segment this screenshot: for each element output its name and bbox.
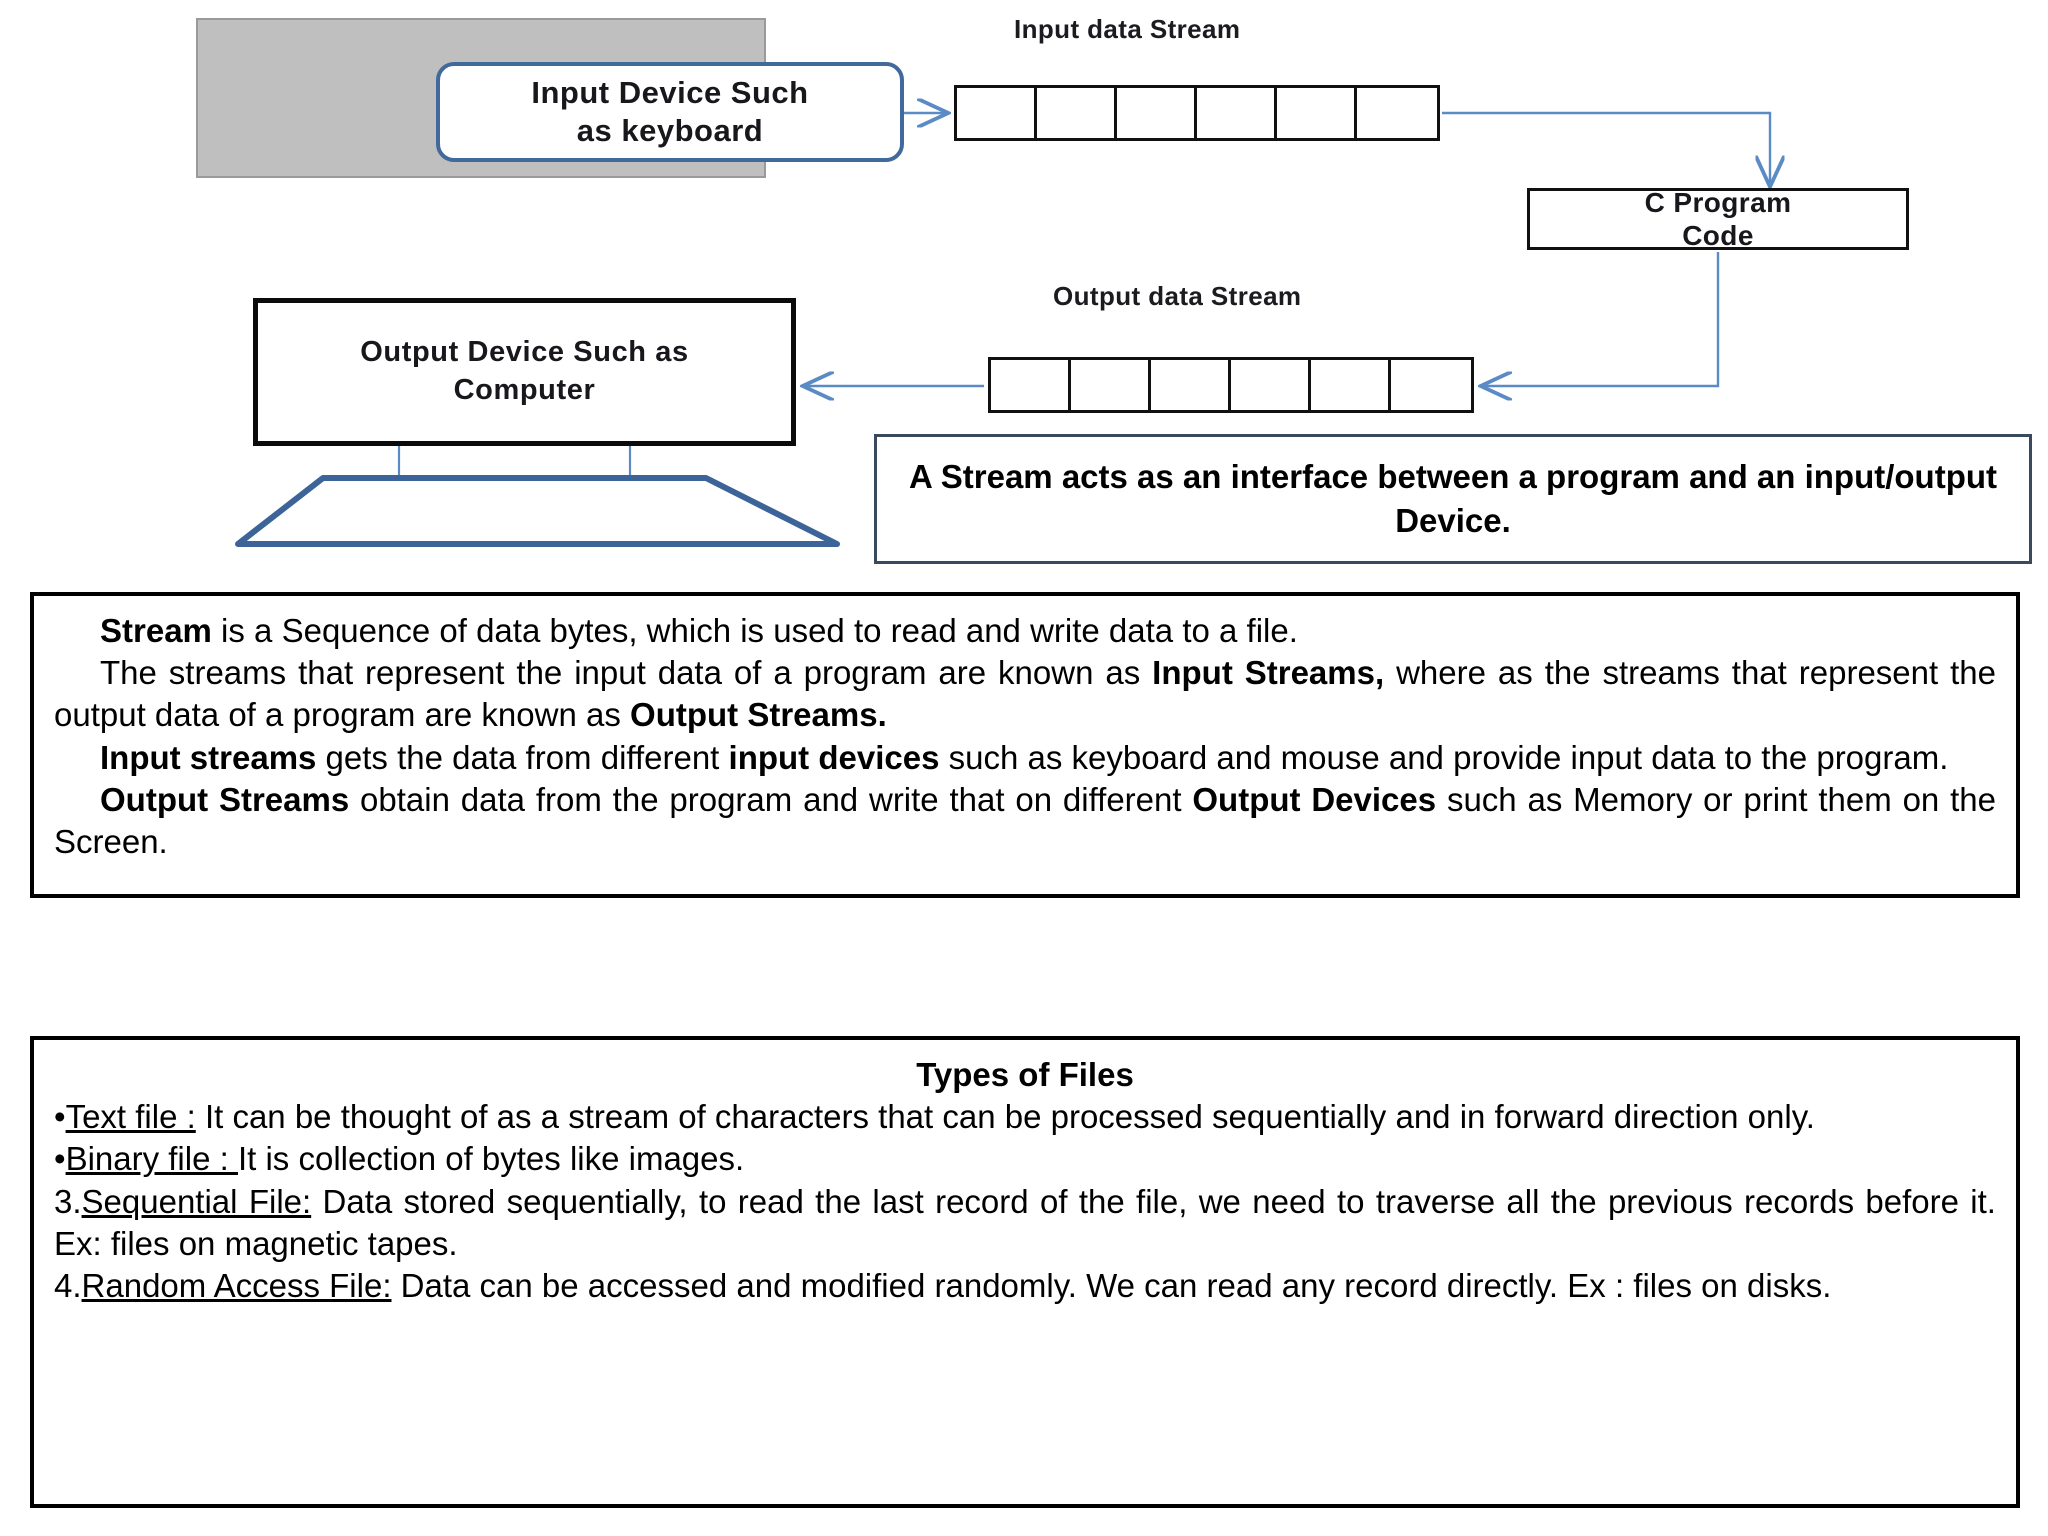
stream-cell <box>1197 88 1277 138</box>
input-device-line1: Input Device Such <box>531 75 809 111</box>
stream-para4-mid1: obtain data from the program and write t… <box>349 780 1193 818</box>
arrow-input-stream-to-program <box>1442 111 1770 182</box>
output-streams-term-2: Output Streams <box>100 780 350 818</box>
file-type-term: Text file : <box>65 1098 196 1136</box>
input-device-frame: Input Device Such as keyboard <box>196 18 904 178</box>
output-streams-term: Output Streams. <box>630 696 887 734</box>
stream-para-4: Output Streams obtain data from the prog… <box>54 779 1996 863</box>
input-stream-cells <box>954 85 1440 141</box>
stream-cell <box>1231 360 1311 410</box>
file-type-desc: Data can be accessed and modified random… <box>391 1267 1832 1305</box>
file-type-item: 3.Sequential File: Data stored sequentia… <box>54 1181 1996 1265</box>
file-type-item: •Binary file : It is collection of bytes… <box>54 1138 1996 1180</box>
stream-para4-mid2: such as Memory or print them on the Scre… <box>54 780 1996 861</box>
file-type-term: Random Access File: <box>81 1267 392 1305</box>
stream-interface-callout: A Stream acts as an interface between a … <box>874 434 2032 564</box>
callout-line1: A Stream acts as an interface between a … <box>908 458 1680 496</box>
bullet-text: 3. <box>54 1182 82 1220</box>
input-devices-term: input devices <box>728 738 940 776</box>
stream-para2-mid: where as the streams that represent the … <box>54 654 1996 734</box>
file-type-desc: It can be thought of as a stream of char… <box>195 1098 1815 1136</box>
input-device-box[interactable]: Input Device Such as keyboard <box>436 62 904 162</box>
stream-cell <box>957 88 1037 138</box>
file-type-term: Sequential File: <box>81 1182 312 1220</box>
stream-para1-rest: is a Sequence of data bytes, which is us… <box>211 612 1298 649</box>
bullet-text: • <box>54 1140 66 1178</box>
bullet-text: • <box>54 1098 66 1136</box>
input-streams-term: Input Streams, <box>1152 654 1385 692</box>
stream-cell <box>991 360 1071 410</box>
stream-para2-pre: The streams that represent the input dat… <box>100 654 1153 692</box>
stream-para3-mid2: such as keyboard and mouse and provide i… <box>939 738 1949 776</box>
input-streams-term-2: Input streams <box>100 738 317 776</box>
types-of-files-box: Types of Files •Text file : It can be th… <box>30 1036 2020 1508</box>
stream-cell <box>1117 88 1197 138</box>
callout-line2: and an input/output Device. <box>1395 458 1998 539</box>
stream-definition-box: Stream is a Sequence of data bytes, whic… <box>30 592 2020 898</box>
output-devices-term: Output Devices <box>1192 780 1437 818</box>
stream-para-1: Stream is a Sequence of data bytes, whic… <box>54 610 1996 652</box>
types-of-files-title: Types of Files <box>916 1056 1134 1093</box>
output-stream-cells <box>988 357 1474 413</box>
stream-cell <box>1391 360 1471 410</box>
arrow-program-to-output-stream <box>1483 252 1720 386</box>
stream-cell <box>1311 360 1391 410</box>
monitor-stand-trapezoid <box>235 475 840 547</box>
stream-para-3: Input streams gets the data from differe… <box>54 737 1996 779</box>
c-program-line2: Code <box>1682 220 1754 251</box>
stream-cell <box>1151 360 1231 410</box>
output-stream-label: Output data Stream <box>1053 281 1302 311</box>
output-device-box[interactable]: Output Device Such as Computer <box>253 298 796 446</box>
stream-cell <box>1037 88 1117 138</box>
stream-cell <box>1357 88 1437 138</box>
file-type-desc: It is collection of bytes like images. <box>237 1140 745 1178</box>
input-device-line2: as keyboard <box>576 113 764 148</box>
file-type-desc: Data stored sequentially, to read the la… <box>54 1182 1996 1262</box>
c-program-line1: C Program <box>1644 186 1792 218</box>
file-type-item: •Text file : It can be thought of as a s… <box>54 1096 1996 1138</box>
c-program-code-box[interactable]: C Program Code <box>1527 186 1909 251</box>
stream-bold-lead: Stream <box>100 612 212 649</box>
stream-para3-mid1: gets the data from different <box>316 738 729 776</box>
stream-para-2: The streams that represent the input dat… <box>54 652 1996 736</box>
file-type-item: 4.Random Access File: Data can be access… <box>54 1265 1996 1307</box>
file-type-term: Binary file : <box>65 1140 238 1178</box>
output-device-line2: Computer <box>453 374 596 406</box>
bullet-text: 4. <box>54 1267 82 1305</box>
input-stream-label: Input data Stream <box>1014 14 1241 44</box>
stream-cell <box>1071 360 1151 410</box>
output-device-line1: Output Device Such as <box>360 336 689 369</box>
stream-cell <box>1277 88 1357 138</box>
